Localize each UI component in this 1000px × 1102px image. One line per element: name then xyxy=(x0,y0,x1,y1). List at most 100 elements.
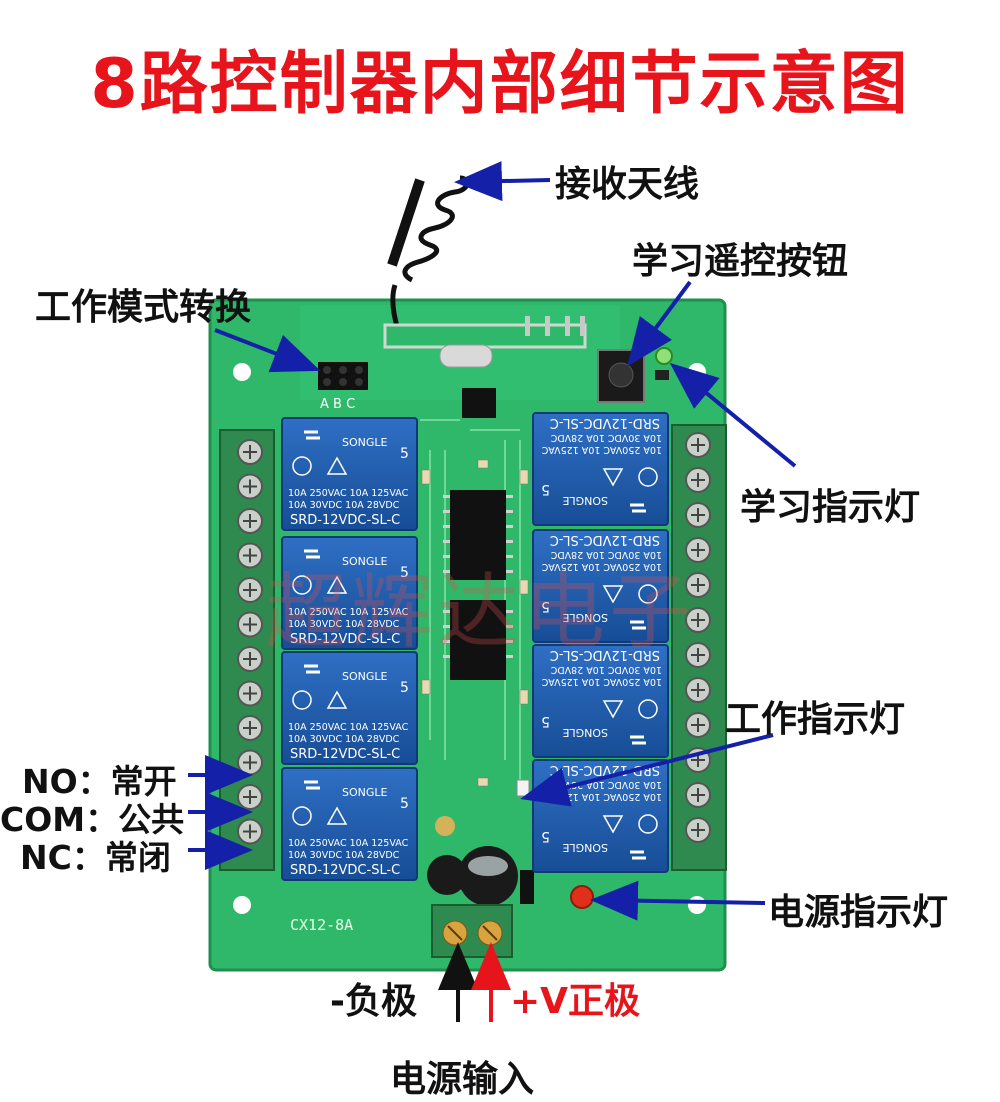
driver-chip xyxy=(450,600,506,680)
relay-rating-1: 10A 250VAC 10A 125VAC xyxy=(288,488,409,499)
warning-triangle-icon xyxy=(326,575,348,594)
learn-led-label: 学习指示灯 xyxy=(740,487,921,528)
terminal-screw xyxy=(685,467,711,493)
relay-rating-2: 10A 30VDC 10A 28VDC xyxy=(550,779,662,790)
warning-triangle-icon xyxy=(602,700,624,719)
terminal-screw xyxy=(237,577,263,603)
ccc-mark-icon xyxy=(638,699,658,719)
terminal-screw xyxy=(237,680,263,707)
mount-hole xyxy=(688,896,706,914)
relay-brand: SONGLE xyxy=(562,841,608,854)
relay-model: SRD-12VDC-SL-C xyxy=(550,415,660,430)
relay-rating-2: 10A 30VDC 10A 28VDC xyxy=(288,734,400,745)
songle-logo-icon xyxy=(630,850,646,860)
terminal-screw xyxy=(237,749,263,776)
terminal-screw xyxy=(685,642,711,668)
relay-brand: SONGLE xyxy=(342,786,388,799)
ccc-mark-icon xyxy=(638,584,658,604)
relay-rating-1: 10A 250VAC 10A 125VAC xyxy=(288,722,409,733)
terminal-screw xyxy=(237,611,263,638)
learn-led-arrow xyxy=(669,362,797,468)
relay-rating-1: 10A 250VAC 10A 125VAC xyxy=(288,838,409,849)
mode-switch-arrow xyxy=(214,328,321,373)
relay-number: 5 xyxy=(541,481,550,497)
terminal-screw xyxy=(237,439,263,465)
relay-number: 5 xyxy=(400,565,409,581)
relay-number: 5 xyxy=(400,796,409,812)
relay-brand: SONGLE xyxy=(342,436,388,449)
terminal-screw xyxy=(685,677,711,703)
terminal-screw xyxy=(685,502,711,528)
negative-label: -负极 xyxy=(330,981,417,1022)
terminal-screw xyxy=(237,784,263,810)
mount-hole xyxy=(233,896,251,914)
relay-rating-1: 10A 250VAC 10A 125VAC xyxy=(541,561,662,572)
power-led xyxy=(570,885,594,909)
songle-logo-icon xyxy=(304,664,320,674)
relay-model: SRD-12VDC-SL-C xyxy=(290,863,400,878)
relay-number: 5 xyxy=(541,713,550,729)
learn-led xyxy=(655,347,673,365)
power-led-arrow xyxy=(590,880,766,921)
learn-button-component xyxy=(597,349,645,403)
songle-logo-icon xyxy=(630,735,646,745)
relay-rating-1: 10A 250VAC 10A 125VAC xyxy=(288,607,409,618)
relay-rating-2: 10A 30VDC 10A 28VDC xyxy=(288,619,400,630)
relay-model: SRD-12VDC-SL-C xyxy=(290,513,400,528)
songle-logo-icon xyxy=(630,620,646,630)
terminal-screw xyxy=(237,473,263,500)
warning-triangle-icon xyxy=(602,585,624,604)
nc-label: NC：常闭 xyxy=(20,838,171,877)
ccc-mark-icon xyxy=(292,806,312,826)
relay-rating-2: 10A 30VDC 10A 28VDC xyxy=(288,500,400,511)
warning-triangle-icon xyxy=(326,806,348,825)
relay-number: 5 xyxy=(400,680,409,696)
relay-rating-2: 10A 30VDC 10A 28VDC xyxy=(550,664,662,675)
relay-brand: SONGLE xyxy=(562,726,608,739)
relay-number: 5 xyxy=(541,828,550,844)
relay-model: SRD-12VDC-SL-C xyxy=(290,632,400,647)
trimmer xyxy=(435,816,455,836)
capacitor xyxy=(427,855,467,895)
ccc-mark-icon xyxy=(638,814,658,834)
terminal-screw xyxy=(237,508,263,534)
terminal-screw xyxy=(685,572,711,598)
com-label: COM：公共 xyxy=(0,800,185,839)
songle-logo-icon xyxy=(630,503,646,513)
receiver-module xyxy=(383,323,587,349)
power-terminal xyxy=(431,904,513,958)
mount-hole xyxy=(233,363,251,381)
warning-triangle-icon xyxy=(602,468,624,487)
mode-switch-label: 工作模式转换 xyxy=(35,287,252,328)
relay-model: SRD-12VDC-SL-C xyxy=(550,647,660,662)
terminal-screw xyxy=(685,432,711,458)
ccc-mark-icon xyxy=(292,456,312,476)
songle-logo-icon xyxy=(304,430,320,440)
warning-triangle-icon xyxy=(602,815,624,834)
relay-brand: SONGLE xyxy=(562,611,608,624)
jumper-letters: A B C xyxy=(320,397,355,412)
work-led xyxy=(516,779,530,797)
power-input-label: 电源输入 xyxy=(390,1059,535,1100)
no-label: NO：常开 xyxy=(22,762,177,801)
power-led-label: 电源指示灯 xyxy=(768,892,949,933)
watermark: 超辉达电子 xyxy=(265,565,696,660)
page-title: 8路控制器内部细节示意图 xyxy=(90,45,910,124)
learn-button-label: 学习遥控按钮 xyxy=(632,241,849,282)
board-model: CX12-8A xyxy=(290,916,353,934)
relay-brand: SONGLE xyxy=(342,555,388,568)
terminal-screw xyxy=(685,817,711,843)
terminal-screw xyxy=(237,818,263,845)
ccc-mark-icon xyxy=(638,467,658,487)
terminal-screw xyxy=(685,782,711,808)
terminal-screw xyxy=(685,537,711,563)
ccc-mark-icon xyxy=(292,690,312,710)
mcu-chip xyxy=(450,490,506,580)
